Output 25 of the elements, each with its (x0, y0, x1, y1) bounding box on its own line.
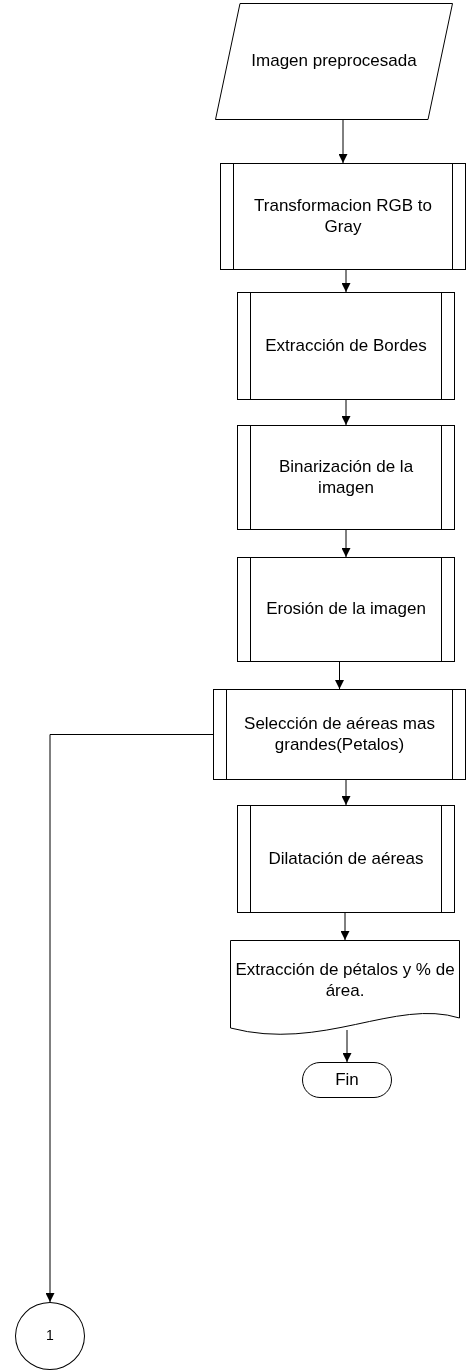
node-label: Fin (335, 1069, 359, 1091)
subprocess-box (237, 292, 455, 400)
node-label: Selección de aéreas mas grandes(Petalos) (243, 713, 436, 756)
arrow (341, 269, 351, 293)
arrow (341, 399, 351, 426)
subprocess-box (220, 163, 466, 270)
arrow (341, 529, 351, 558)
subprocess-box (237, 557, 455, 662)
node-label: Imagen preprocesada (251, 51, 417, 72)
node-label: Binarización de la imagen (277, 456, 415, 499)
arrow (338, 119, 348, 164)
arrow (341, 779, 351, 806)
arrow (340, 912, 350, 941)
node-label: Extracción de pétalos y % de área. (234, 960, 456, 1002)
arrow (342, 1029, 352, 1063)
node-label: Erosión de la imagen (266, 599, 426, 620)
node-label: Extracción de Bordes (265, 335, 427, 357)
subprocess-box (213, 689, 466, 780)
node-label: Transformacion RGB to Gray (253, 195, 433, 238)
arrow (335, 661, 344, 690)
subprocess-box (237, 425, 455, 530)
node-label: 1 (46, 1327, 54, 1345)
node-label: Dilatación de aéreas (268, 848, 424, 870)
subprocess-box (237, 805, 455, 913)
arrow (45, 734, 214, 1303)
